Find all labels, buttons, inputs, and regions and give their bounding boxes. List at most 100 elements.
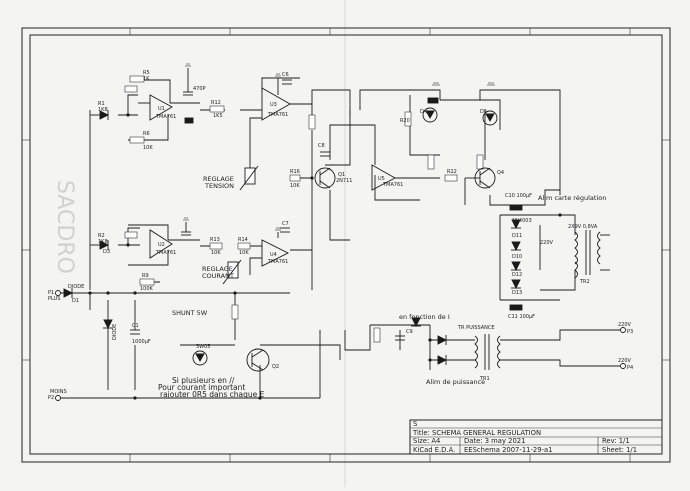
r5-ref: R5 (143, 70, 150, 76)
diode-label: DIODE (68, 284, 84, 290)
moins-label: MOINS (50, 389, 67, 395)
c6-ref: C6 (282, 72, 289, 78)
c7-ref: C7 (282, 221, 289, 227)
u1-ref: U1 (158, 106, 165, 112)
tr-puissance-label: TR PUISSANCE (457, 325, 495, 331)
r20-ref: R20 (400, 118, 410, 124)
sheet-index: Sheet: 1/1 (602, 446, 637, 454)
ground-symbols (183, 63, 495, 231)
junctions (88, 113, 562, 400)
q1-ref: Q1 (338, 172, 345, 178)
r13-value: 10K (211, 250, 221, 256)
reglage-courant-label-2: COURANT (202, 272, 234, 280)
q4-ref: Q4 (497, 170, 504, 176)
shunt-resistor-value: 3W05 (196, 344, 211, 350)
leds (192, 107, 498, 366)
r16-ref: R16 (290, 169, 300, 175)
r1-value: 1K8 (98, 107, 108, 113)
u5-ref: U5 (378, 176, 385, 182)
q1-type: 2N711 (336, 178, 352, 184)
r22-ref: R22 (447, 169, 457, 175)
alim-carte-label: Alim carte régulation (538, 194, 606, 202)
u2-ref: U2 (158, 242, 165, 248)
connectors (55, 290, 626, 401)
u1-type: TMA761 (155, 114, 176, 120)
p3-label: P3 (627, 329, 633, 335)
v220-6-label: 220V (540, 240, 554, 246)
border-ticks (22, 28, 670, 462)
u5-type: TMA761 (382, 182, 403, 188)
p2-label: P2 (48, 395, 54, 401)
title-block (409, 419, 663, 455)
sheet-number: S (413, 420, 417, 428)
outer-border (21, 27, 671, 463)
q2-ref: Q2 (272, 364, 279, 370)
u3-type: TMA761 (267, 112, 288, 118)
note-line-1: Si plusieurs en // (172, 376, 235, 385)
cap-470-value: 470P (193, 86, 206, 92)
revision: Rev: 1/1 (602, 437, 630, 445)
r16-value: 10K (290, 183, 300, 189)
c1-value: 1000µF (132, 339, 151, 345)
transformers (474, 230, 601, 370)
r2-ref: R2 (98, 233, 105, 239)
r6-ref: R6 (143, 131, 150, 137)
r12-ref: R12 (211, 100, 221, 106)
alim-puissance-label: Alim de puissance (426, 378, 485, 386)
d1-label: D1 (72, 298, 79, 304)
note-line-2: Pour courant important (158, 383, 245, 392)
note-line-3: rajouter 0R5 dans chaque E (160, 390, 265, 399)
p4-label: P4 (627, 365, 633, 371)
c10-ref: C10 100µF (505, 193, 532, 199)
shunt-label: SHUNT 5W (172, 309, 208, 317)
v220-top-label: 220V (618, 322, 632, 328)
d5-ref: D5 (480, 109, 487, 115)
tr2-ref: TR2 (579, 279, 590, 285)
r14-ref: R14 (238, 237, 248, 243)
diodes (63, 110, 521, 365)
c1-ref: C1 (132, 323, 139, 329)
v220-bottom-label: 220V (618, 358, 632, 364)
en-fonction-label: en fonction de I (399, 313, 450, 321)
d11-ref: D11 (512, 233, 522, 239)
r12-value: 1K5 (213, 113, 223, 119)
d13-ref: D13 (512, 290, 522, 296)
watermark-text: SACDRO (52, 180, 77, 274)
reglage-tension-label-1: REGLAGE (203, 175, 234, 183)
u2-type: TMA761 (155, 250, 176, 256)
r2-value: 1K8 (98, 239, 108, 245)
r13-ref: R13 (210, 237, 220, 243)
sheet-date: Date: 3 may 2021 (464, 437, 525, 445)
capacitors (130, 79, 523, 341)
transistors (246, 167, 496, 372)
r6-value: 10K (143, 145, 153, 151)
c9-ref: C9 (406, 329, 413, 335)
r1-ref: R1 (98, 101, 105, 107)
tr-rating: 2X9V 0,8VA (568, 224, 598, 230)
r9-value: 100K (140, 286, 154, 292)
zener-value: 1N4003 (512, 218, 532, 224)
r5-value: 1K (143, 76, 150, 82)
u3-ref: U3 (270, 102, 277, 108)
diode-vertical-label: DIODE (112, 324, 118, 340)
tr1-ref: TR1 (479, 376, 490, 382)
c8-ref: C8 (318, 143, 325, 149)
opamps (149, 87, 396, 267)
eeschema-version: EESchema 2007-11-29-a1 (464, 446, 553, 454)
d3-ref: D3 (103, 249, 110, 255)
resistors (124, 75, 484, 343)
r9-ref: R9 (142, 273, 149, 279)
d12-ref: D12 (512, 272, 522, 278)
u4-ref: U4 (270, 252, 277, 258)
d4-ref: D4 (420, 109, 427, 115)
c11-ref: C11 100µF (508, 314, 535, 320)
u4-type: TMA761 (267, 259, 288, 265)
plus-label: PLUS (48, 296, 60, 302)
sheet-size: Size: A4 (413, 437, 440, 445)
reglage-tension-label-2: TENSION (204, 182, 234, 190)
d10-ref: D10 (512, 254, 522, 260)
kicad-label: KiCad E.D.A. (413, 446, 455, 454)
potentiometers (222, 165, 259, 285)
